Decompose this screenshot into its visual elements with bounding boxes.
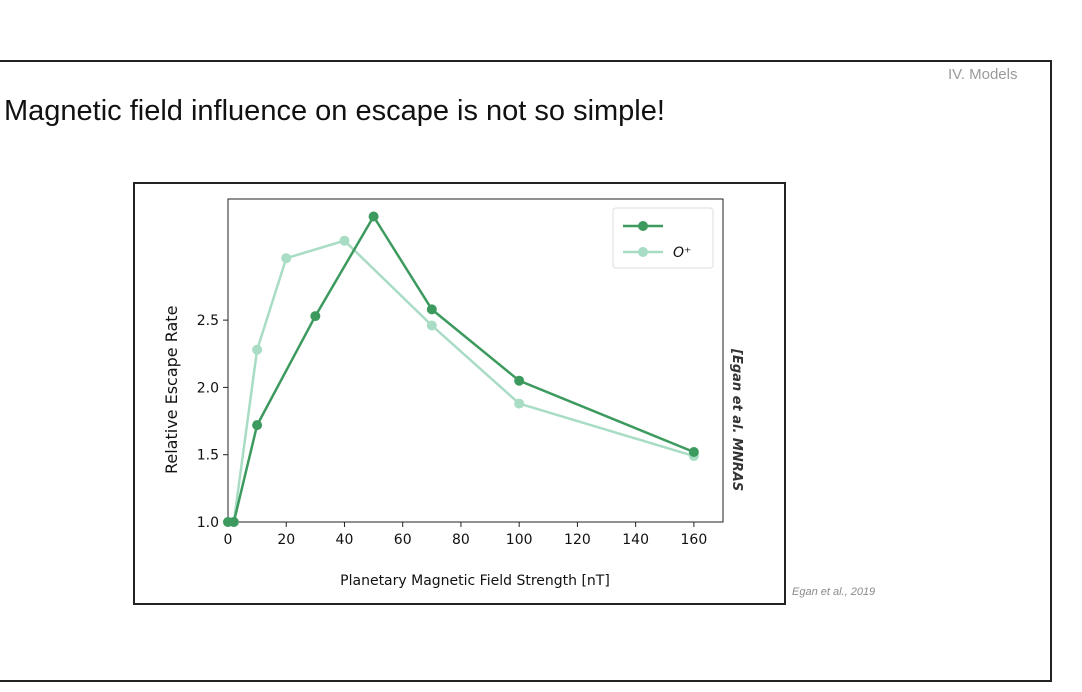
series-point-1 (514, 398, 525, 409)
series-line-1 (228, 239, 695, 524)
series-point-0 (252, 420, 263, 431)
series-point-1 (339, 235, 350, 246)
x-tick-label: 100 (506, 532, 533, 548)
x-tick-label: 160 (681, 532, 708, 548)
plot-area (227, 198, 724, 523)
series-layer (223, 211, 699, 527)
series-point-0 (514, 375, 525, 386)
y-axis-ticks: 1.0 1.5 2.0 2.5 (197, 313, 228, 531)
x-axis-ticks: 0 20 40 60 80 100 120 140 160 (224, 522, 708, 548)
legend-swatch-marker (638, 221, 648, 231)
x-tick-label: 80 (452, 532, 470, 548)
y-tick-label: 1.5 (197, 448, 219, 464)
y-tick-label: 2.0 (197, 380, 219, 396)
chart-svg: Relative Escape Rate Planetary Magnetic … (162, 198, 744, 589)
x-tick-label: 0 (224, 532, 233, 548)
series-point-1 (426, 320, 437, 331)
x-tick-label: 140 (622, 532, 649, 548)
series-point-0 (228, 517, 239, 527)
x-tick-label: 60 (394, 532, 412, 548)
x-tick-label: 20 (277, 532, 295, 548)
series-point-0 (426, 304, 437, 315)
series-point-1 (252, 344, 263, 355)
slide-title: Magnetic field influence on escape is no… (4, 95, 665, 127)
series-point-0 (310, 311, 321, 322)
x-tick-label: 40 (336, 532, 354, 548)
legend-swatch-marker (638, 247, 648, 257)
slide-frame (0, 60, 1052, 682)
credit-text: Egan et al., 2019 (792, 586, 876, 598)
legend: O⁺ (612, 207, 714, 269)
y-tick-label: 1.0 (197, 515, 219, 531)
legend-label: O⁺ (673, 245, 691, 261)
side-reference-text: [Egan et al. MNRAS (729, 348, 744, 491)
series-point-1 (281, 253, 292, 264)
x-tick-label: 120 (564, 532, 591, 548)
series-point-0 (688, 447, 699, 458)
section-label: IV. Models (948, 66, 1018, 83)
series-point-0 (368, 211, 379, 222)
y-axis-label: Relative Escape Rate (162, 306, 181, 474)
legend-box (612, 207, 714, 269)
x-axis-label: Planetary Magnetic Field Strength [nT] (340, 573, 610, 589)
series-line-0 (228, 214, 695, 524)
chart-figure: Relative Escape Rate Planetary Magnetic … (133, 182, 786, 605)
y-tick-label: 2.5 (197, 313, 219, 329)
